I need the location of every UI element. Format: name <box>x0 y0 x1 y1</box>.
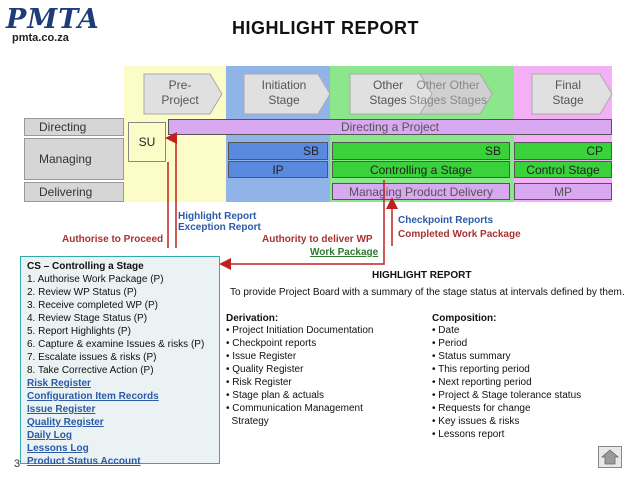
label-highlight-report: Highlight Report <box>178 211 257 222</box>
composition-item: • Project & Stage tolerance status <box>432 390 582 401</box>
row-label-directing: Directing <box>24 118 124 136</box>
derivation-item: • Checkpoint reports <box>226 338 317 349</box>
cs-item: 2. Review WP Status (P) <box>27 287 137 298</box>
label-completed-wp: Completed Work Package <box>398 229 521 240</box>
home-icon[interactable] <box>598 446 622 468</box>
cs-item: 8. Take Corrective Action (P) <box>27 365 154 376</box>
link-daily-log[interactable]: Daily Log <box>27 430 73 441</box>
link-issue-register[interactable]: Issue Register <box>27 404 96 415</box>
row-label-managing: Managing <box>24 138 124 180</box>
label-exception-report: Exception Report <box>178 222 261 233</box>
cp-bar: CP <box>514 142 612 160</box>
label-authorise-proceed: Authorise to Proceed <box>62 234 164 245</box>
cs-item: 1. Authorise Work Package (P) <box>27 274 164 285</box>
su-box: SU <box>128 122 166 162</box>
logo-text: PMTA <box>6 4 100 35</box>
derivation-section: Derivation: • Project Initiation Documen… <box>226 313 422 428</box>
directing-project-bar: Directing a Project <box>168 119 612 135</box>
authority-deliver-arrow <box>219 180 385 270</box>
derivation-heading: Derivation: <box>226 313 279 324</box>
composition-item: • Requests for change <box>432 403 531 414</box>
composition-item: • Key issues & risks <box>432 416 520 427</box>
pmta-logo: PMTA pmta.co.za <box>6 4 100 45</box>
derivation-item: • Communication Management <box>226 403 363 414</box>
cs-item: 3. Receive completed WP (P) <box>27 300 158 311</box>
derivation-item: • Issue Register <box>226 351 297 362</box>
label-checkpoint-reports: Checkpoint Reports <box>398 215 494 226</box>
composition-section: Composition: • Date • Period • Status su… <box>432 313 628 441</box>
stage-label-final: Final Stage <box>552 78 584 107</box>
label-work-package: Work Package <box>310 247 379 258</box>
derivation-item: • Stage plan & actuals <box>226 390 325 401</box>
final-stage-arrow <box>531 73 613 115</box>
cs-heading: CS – Controlling a Stage <box>27 261 144 272</box>
pre-project-arrow <box>143 73 223 115</box>
composition-item: • Period <box>432 338 468 349</box>
initiation-arrow <box>243 73 331 115</box>
composition-item: • This reporting period <box>432 364 530 375</box>
report-purpose: To provide Project Board with a summary … <box>230 287 625 298</box>
link-risk-register[interactable]: Risk Register <box>27 378 91 389</box>
managing-delivery-bar: Managing Product Delivery <box>332 183 510 200</box>
highlight-report-arrow <box>165 132 177 248</box>
link-product-status-account[interactable]: Product Status Account <box>27 456 141 467</box>
link-lessons-log[interactable]: Lessons Log <box>27 443 89 454</box>
sb-other: SB <box>332 142 510 160</box>
composition-item: • Next reporting period <box>432 377 532 388</box>
logo-url: pmta.co.za <box>12 32 69 44</box>
label-authority-deliver: Authority to deliver WP <box>262 234 373 245</box>
mp-bar: MP <box>514 183 612 200</box>
row-label-delivering: Delivering <box>24 182 124 202</box>
control-stage-bar: Control Stage <box>514 161 612 178</box>
composition-item: • Status summary <box>432 351 511 362</box>
stage-label-other-ghost: Other Other Stages Stages <box>408 78 488 107</box>
controlling-stage-bar: Controlling a Stage <box>332 161 510 178</box>
composition-item: • Lessons report <box>432 429 505 440</box>
derivation-item: • Quality Register <box>226 364 304 375</box>
cs-process-box: CS – Controlling a Stage 1. Authorise Wo… <box>20 256 220 467</box>
other-stages-arrow <box>349 73 433 115</box>
cs-item: 5. Report Highlights (P) <box>27 326 131 337</box>
checkpoint-arrow <box>391 205 396 246</box>
report-heading: HIGHLIGHT REPORT <box>372 270 472 281</box>
cs-item: 7. Escalate issues & risks (P) <box>27 352 157 363</box>
stage-label-initiation: Initiation Stage <box>261 78 307 107</box>
link-quality-register[interactable]: Quality Register <box>27 417 104 428</box>
stage-label-other: Other Stages <box>369 78 407 107</box>
derivation-item: • Risk Register <box>226 377 292 388</box>
ip-bar: IP <box>228 161 328 178</box>
sb-initiation: SB <box>228 142 328 160</box>
cs-item: 4. Review Stage Status (P) <box>27 313 148 324</box>
derivation-item: • Project Initiation Documentation <box>226 325 374 336</box>
link-configuration-records[interactable]: Configuration Item Records <box>27 391 159 402</box>
page-title: HIGHLIGHT REPORT <box>232 18 419 38</box>
stage-label-pre-project: Pre- Project <box>161 78 199 107</box>
composition-heading: Composition: <box>432 313 497 324</box>
slide-number: 3 <box>14 458 21 470</box>
cs-item: 6. Capture & examine Issues & risks (P) <box>27 339 205 350</box>
composition-item: • Date <box>432 325 460 336</box>
derivation-item: Strategy <box>226 416 269 427</box>
